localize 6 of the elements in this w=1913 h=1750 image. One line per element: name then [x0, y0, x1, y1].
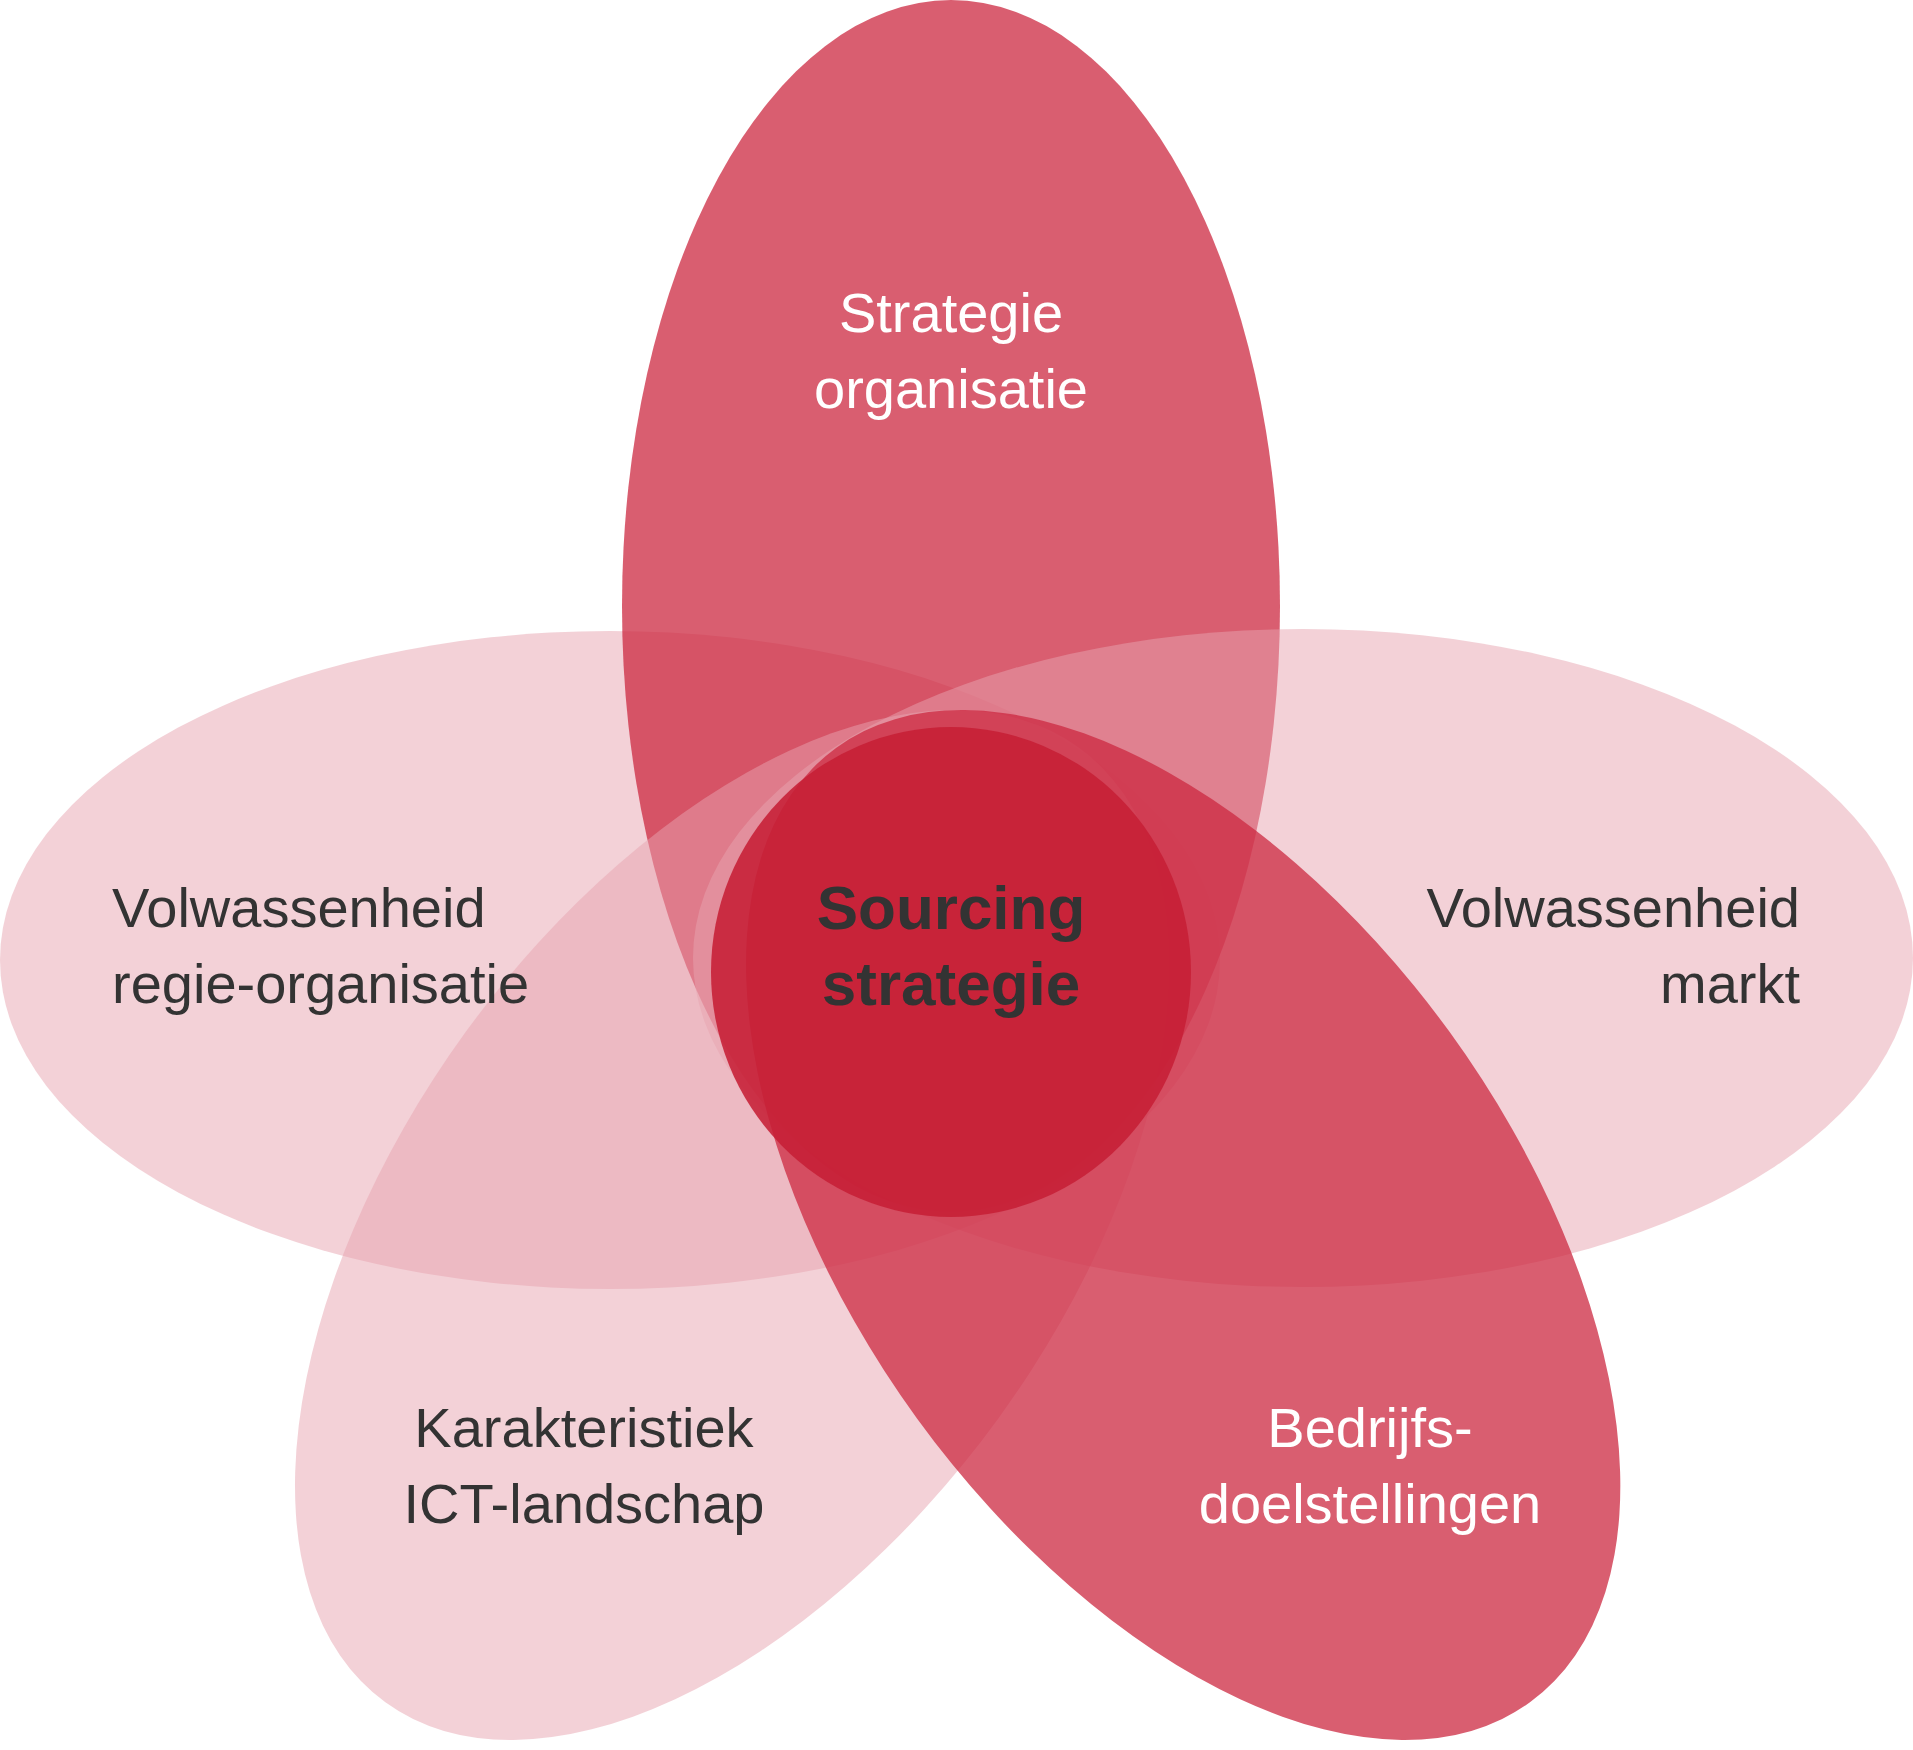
center-label: Sourcing strategie [815, 872, 1087, 1020]
petal-label: Volwassenheid markt [1425, 875, 1800, 1017]
petal-label: Bedrijfs- doelstellingen [1197, 1395, 1543, 1537]
petal-label: Volwassenheid regie-organisatie [112, 875, 531, 1017]
petal-label: Karakteristiek ICT-landschap [402, 1395, 766, 1537]
petal-label: Strategie organisatie [813, 280, 1089, 422]
